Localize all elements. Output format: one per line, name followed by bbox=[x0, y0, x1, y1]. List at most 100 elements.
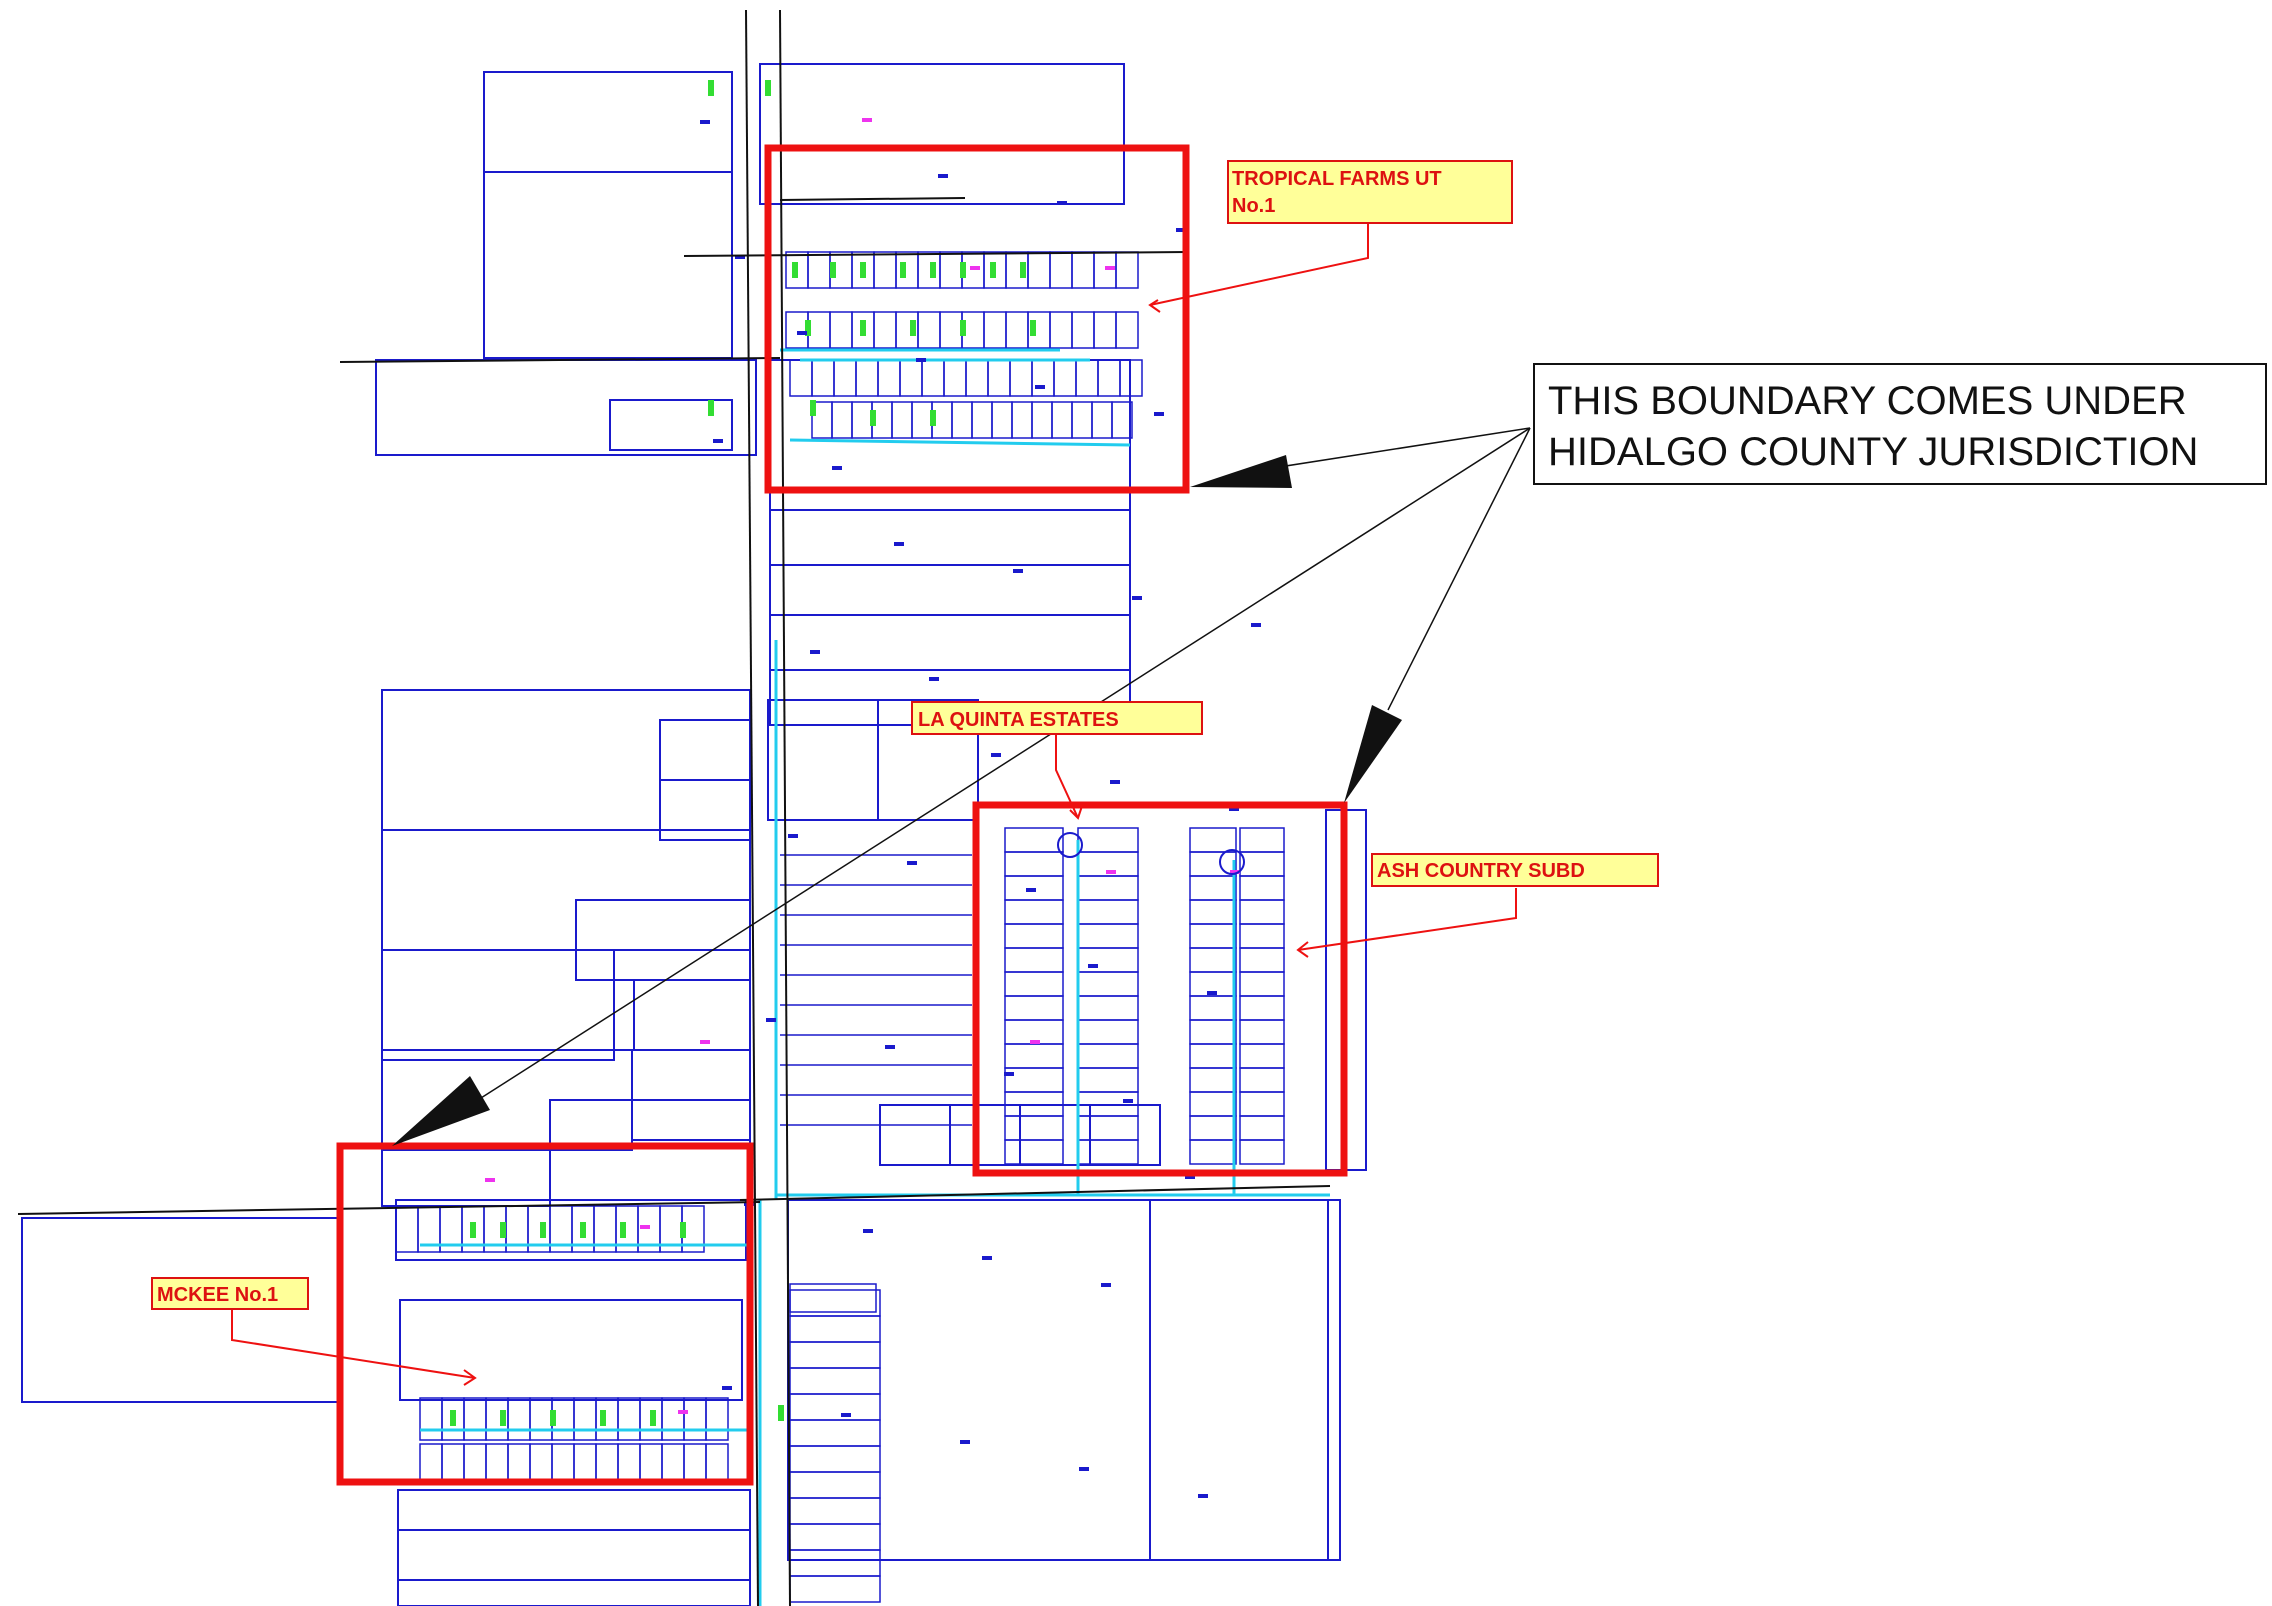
parcel bbox=[397, 1489, 751, 1531]
parcel bbox=[381, 829, 751, 951]
cul-de-sac bbox=[1219, 849, 1245, 875]
lot bbox=[991, 401, 1013, 439]
lot-tag bbox=[916, 358, 926, 362]
lot bbox=[829, 311, 853, 349]
lot bbox=[877, 359, 901, 397]
parcel bbox=[381, 1145, 551, 1207]
lot bbox=[789, 1497, 881, 1525]
road-line bbox=[779, 197, 966, 201]
lot bbox=[895, 251, 919, 289]
lot bbox=[1049, 311, 1073, 349]
jurisdiction-callout: THIS BOUNDARY COMES UNDER HIDALGO COUNTY… bbox=[1533, 363, 2267, 485]
lot bbox=[789, 1315, 881, 1343]
lot bbox=[419, 1443, 443, 1483]
lot bbox=[463, 1443, 487, 1483]
green-marker bbox=[930, 262, 936, 278]
lot-tag bbox=[1123, 1099, 1133, 1103]
lot-tag bbox=[929, 677, 939, 681]
green-marker bbox=[580, 1222, 586, 1238]
lot-tag bbox=[1132, 596, 1142, 600]
lot bbox=[1004, 923, 1064, 949]
lot bbox=[789, 1575, 881, 1603]
lot bbox=[1077, 995, 1139, 1021]
lot bbox=[789, 1419, 881, 1447]
lot bbox=[1011, 401, 1033, 439]
lot bbox=[1071, 311, 1095, 349]
water-line bbox=[789, 438, 1131, 447]
lot bbox=[1239, 827, 1285, 853]
parcel bbox=[1089, 1104, 1161, 1166]
label-tropical-farms-line2: No.1 bbox=[1232, 195, 1275, 217]
lot bbox=[1239, 1067, 1285, 1093]
green-marker bbox=[450, 1410, 456, 1426]
lot bbox=[1189, 947, 1237, 973]
label-ash-country-text: ASH COUNTRY SUBD bbox=[1377, 860, 1585, 882]
lot-tag bbox=[788, 834, 798, 838]
lot bbox=[1239, 1091, 1285, 1117]
lot bbox=[789, 1445, 881, 1473]
lot-tag bbox=[1207, 991, 1217, 995]
lot bbox=[965, 359, 989, 397]
lot bbox=[1004, 827, 1064, 853]
lot bbox=[1189, 1043, 1237, 1069]
lot bbox=[1119, 359, 1143, 397]
lot-tag bbox=[1079, 1467, 1089, 1471]
label-tropical-farms: TROPICAL FARMS UT No.1 bbox=[1227, 160, 1513, 224]
lot-tag bbox=[700, 120, 710, 124]
lot bbox=[529, 1397, 553, 1441]
road-line bbox=[779, 9, 791, 1606]
magenta-marker bbox=[678, 1410, 688, 1414]
lot bbox=[529, 1443, 553, 1483]
magenta-marker bbox=[485, 1178, 495, 1182]
green-marker bbox=[860, 262, 866, 278]
parcel bbox=[769, 509, 1131, 566]
arrowhead-tropical bbox=[1190, 455, 1292, 488]
lot bbox=[1004, 1043, 1064, 1069]
lot bbox=[1189, 875, 1237, 901]
lot bbox=[1077, 827, 1139, 853]
magenta-marker bbox=[862, 118, 872, 122]
lot bbox=[1097, 359, 1121, 397]
lot bbox=[1004, 851, 1064, 877]
lot bbox=[683, 1397, 707, 1441]
lot bbox=[851, 401, 873, 439]
lot bbox=[1189, 1019, 1237, 1045]
parcel bbox=[949, 1104, 1021, 1166]
green-marker bbox=[500, 1222, 506, 1238]
parcel bbox=[769, 564, 1131, 616]
magenta-marker bbox=[640, 1225, 650, 1229]
lot bbox=[1077, 1139, 1139, 1165]
lot-tag bbox=[797, 331, 807, 335]
lot bbox=[971, 401, 993, 439]
road-line bbox=[339, 357, 781, 363]
lot bbox=[785, 311, 809, 349]
lot bbox=[661, 1443, 685, 1483]
lot bbox=[705, 1443, 729, 1483]
lot bbox=[789, 1367, 881, 1395]
lot bbox=[1239, 1043, 1285, 1069]
callout-line2: HIDALGO COUNTY JURISDICTION bbox=[1548, 430, 2198, 474]
lot bbox=[789, 359, 813, 397]
lot bbox=[1077, 875, 1139, 901]
green-marker bbox=[830, 262, 836, 278]
lot bbox=[1004, 1067, 1064, 1093]
label-mckee-text: MCKEE No.1 bbox=[157, 1284, 278, 1306]
lot bbox=[983, 311, 1007, 349]
magenta-marker bbox=[1230, 870, 1240, 874]
lot bbox=[789, 1393, 881, 1421]
lot bbox=[1077, 1043, 1139, 1069]
lot-tag bbox=[713, 439, 723, 443]
green-marker bbox=[792, 262, 798, 278]
water-line-layer bbox=[420, 348, 1330, 1606]
lot bbox=[1189, 827, 1237, 853]
lot bbox=[1004, 995, 1064, 1021]
lot bbox=[833, 359, 857, 397]
green-marker bbox=[650, 1410, 656, 1426]
boundary-mckee bbox=[336, 1142, 754, 1486]
lot bbox=[507, 1397, 531, 1441]
boundary-tropical-farms bbox=[764, 144, 1190, 494]
lot-tag bbox=[1198, 1494, 1208, 1498]
lot-tag bbox=[1035, 385, 1045, 389]
lot bbox=[1004, 971, 1064, 997]
label-ash-country: ASH COUNTRY SUBD bbox=[1371, 853, 1659, 887]
